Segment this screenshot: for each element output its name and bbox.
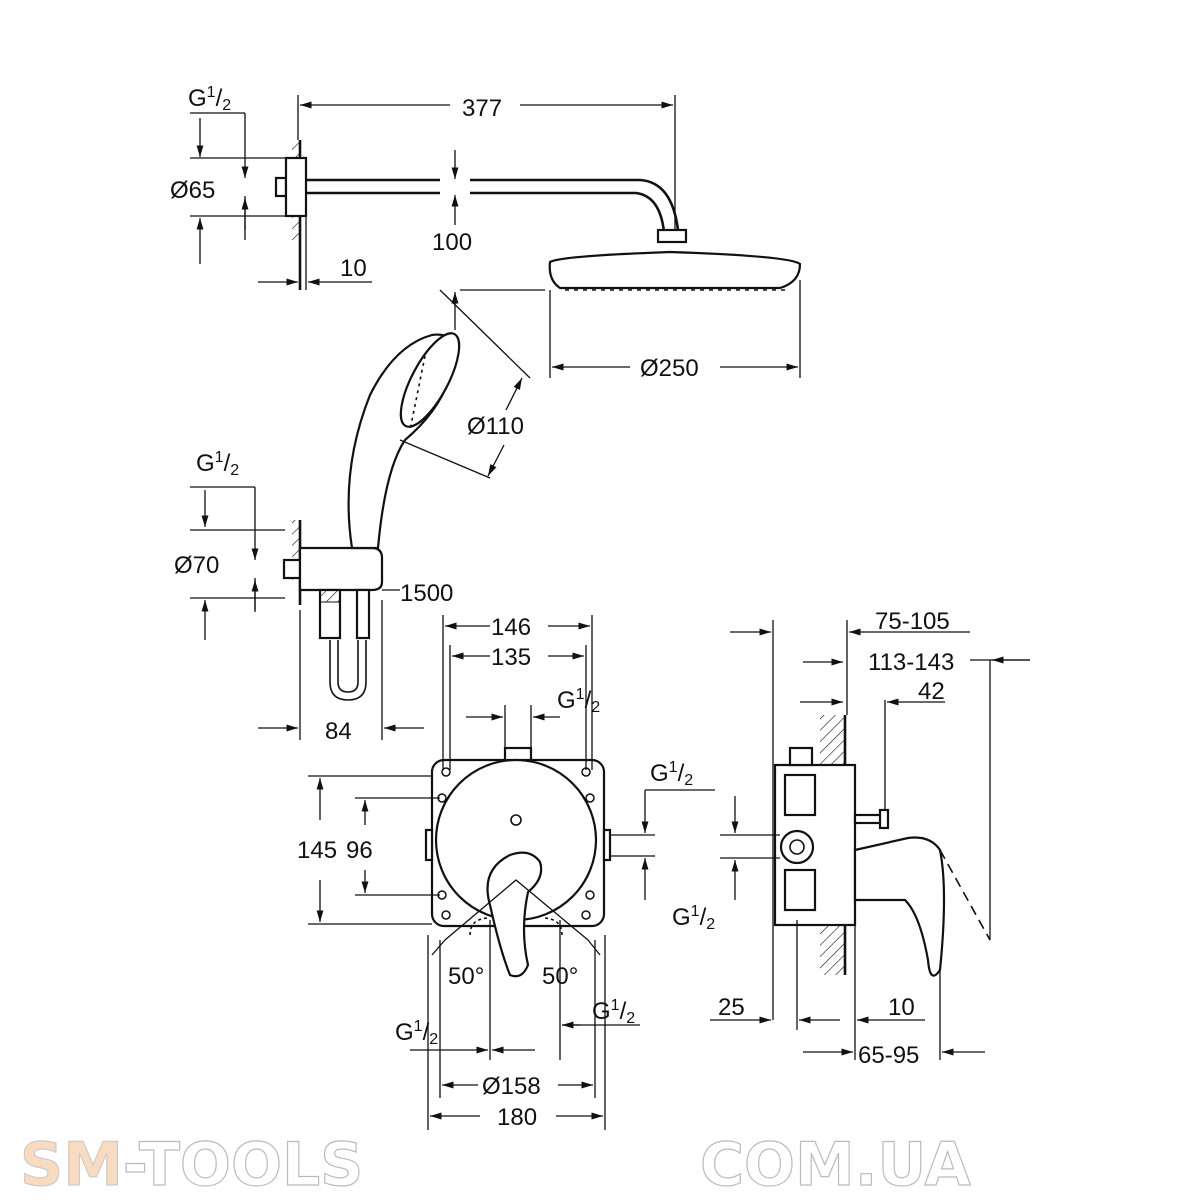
thread-label-mixer-lower: G1/2	[672, 903, 715, 933]
outlet-diameter-label: Ø70	[174, 552, 219, 579]
hand-shower-dimensions	[190, 289, 531, 740]
depth-range-label: 75-105	[875, 608, 950, 635]
hand-shower-diameter-label: Ø110	[467, 413, 524, 440]
mixer-front-dimensions	[308, 615, 715, 1130]
plate-width-outer-label: 146	[491, 614, 531, 641]
head-shower-diameter-label: Ø250	[640, 355, 699, 382]
handle-offset-label: 42	[918, 678, 945, 705]
plate-height-outer-label: 145	[297, 837, 337, 864]
watermark-line1: SM-TOOLS	[20, 1130, 363, 1200]
thread-label-hand: G1/2	[196, 449, 239, 479]
thread-label-mixer-top: G1/2	[557, 686, 600, 716]
holder-projection-label: 84	[325, 718, 352, 745]
mixer-side-drawing	[773, 715, 991, 977]
arm-drop-label: 100	[432, 229, 472, 256]
watermark-tools: -TOOLS	[123, 1130, 363, 1200]
thread-label-bottom-left: G1/2	[395, 1018, 438, 1048]
plate-height-inner-label: 96	[346, 837, 373, 864]
thread-label-top: G1/2	[188, 84, 231, 114]
mixer-side-dimensions	[710, 620, 1030, 1060]
mixer-front-drawing	[424, 746, 612, 978]
angle-right-label: 50°	[542, 963, 578, 990]
watermark-domain: COM.UA	[700, 1130, 971, 1200]
flange-depth-label: 10	[340, 255, 367, 282]
head-shower-drawing	[274, 140, 802, 291]
angle-left-label: 50°	[448, 963, 484, 990]
plate-width-inner-label: 135	[491, 644, 531, 671]
thread-label-bottom-right: G1/2	[592, 997, 635, 1027]
installation-range-label: 65-95	[858, 1042, 919, 1069]
watermark: SM-TOOLS COM.UA	[19, 1129, 972, 1200]
cover-width-label: 180	[497, 1104, 537, 1131]
hose-length-label: 1500	[400, 580, 453, 607]
thread-label-mixer-right: G1/2	[650, 759, 693, 789]
depth-range-2-label: 113-143	[868, 649, 954, 676]
cover-thickness-label: 10	[888, 994, 915, 1021]
watermark-sm: SM	[20, 1130, 123, 1200]
head-shower-dimensions	[190, 95, 801, 378]
arm-length-label: 377	[462, 95, 502, 122]
wall-thickness-label: 25	[718, 994, 745, 1021]
arm-diameter-label: Ø65	[170, 177, 215, 204]
cover-diameter-label: Ø158	[482, 1073, 541, 1100]
hand-shower-drawing	[282, 332, 461, 701]
